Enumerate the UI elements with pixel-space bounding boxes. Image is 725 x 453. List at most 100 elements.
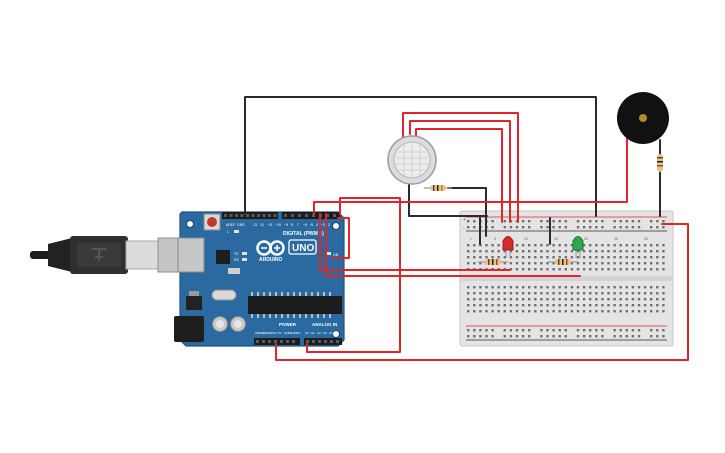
breadboard-hole[interactable] [558,220,561,223]
breadboard-hole[interactable] [595,292,598,295]
breadboard-hole[interactable] [479,250,482,253]
breadboard-hole[interactable] [491,250,494,253]
breadboard-hole[interactable] [589,220,592,223]
breadboard-hole[interactable] [473,286,476,289]
breadboard-hole[interactable] [656,244,659,247]
breadboard-hole[interactable] [515,286,519,289]
breadboard-hole[interactable] [595,250,598,253]
breadboard-hole[interactable] [613,226,616,229]
breadboard-hole[interactable] [546,244,549,247]
breadboard-hole[interactable] [643,262,647,265]
breadboard-hole[interactable] [582,226,586,229]
wire-sensor-red-3[interactable] [415,128,503,223]
breadboard-hole[interactable] [491,329,494,332]
breadboard-hole[interactable] [589,329,592,332]
breadboard-hole[interactable] [656,256,659,259]
breadboard-hole[interactable] [625,310,628,313]
breadboard-hole[interactable] [479,286,482,289]
breadboard-hole[interactable] [540,244,543,247]
breadboard-hole[interactable] [607,298,610,301]
breadboard-hole[interactable] [607,268,610,271]
breadboard-hole[interactable] [515,256,519,259]
breadboard-hole[interactable] [497,310,500,313]
breadboard-hole[interactable] [491,335,494,338]
breadboard-hole[interactable] [479,256,482,259]
wire-analog-a0[interactable] [306,197,401,353]
breadboard-hole[interactable] [546,298,549,301]
breadboard-hole[interactable] [637,220,641,223]
breadboard-hole[interactable] [576,329,580,332]
breadboard-hole[interactable] [497,244,500,247]
breadboard-hole[interactable] [540,304,543,307]
breadboard-hole[interactable] [521,220,525,223]
breadboard-hole[interactable] [613,286,616,289]
breadboard-hole[interactable] [631,256,635,259]
breadboard-hole[interactable] [576,310,580,313]
breadboard-hole[interactable] [582,268,586,271]
breadboard-hole[interactable] [589,292,592,295]
breadboard-hole[interactable] [607,250,610,253]
breadboard-hole[interactable] [467,329,470,332]
breadboard-hole[interactable] [601,220,604,223]
breadboard-hole[interactable] [607,286,610,289]
breadboard-hole[interactable] [582,298,586,301]
breadboard-hole[interactable] [564,298,567,301]
breadboard-hole[interactable] [473,329,476,332]
breadboard-hole[interactable] [473,220,476,223]
breadboard-hole[interactable] [467,310,470,313]
breadboard-hole[interactable] [613,310,616,313]
breadboard-hole[interactable] [564,310,567,313]
breadboard-hole[interactable] [540,298,543,301]
breadboard-hole[interactable] [619,310,622,313]
breadboard-hole[interactable] [509,335,513,338]
breadboard-hole[interactable] [570,298,574,301]
breadboard-hole[interactable] [613,292,616,295]
breadboard-hole[interactable] [613,335,616,338]
breadboard-hole[interactable] [503,335,506,338]
breadboard-hole[interactable] [595,310,598,313]
breadboard-hole[interactable] [485,310,488,313]
breadboard-hole[interactable] [521,286,525,289]
breadboard-hole[interactable] [473,335,476,338]
breadboard-hole[interactable] [552,298,555,301]
gas-sensor[interactable] [387,135,437,185]
breadboard-hole[interactable] [491,286,494,289]
breadboard-hole[interactable] [613,262,616,265]
breadboard-hole[interactable] [631,286,635,289]
breadboard-hole[interactable] [595,335,598,338]
breadboard-hole[interactable] [625,329,628,332]
breadboard-hole[interactable] [509,292,513,295]
breadboard-hole[interactable] [467,250,470,253]
breadboard-hole[interactable] [595,268,598,271]
breadboard-hole[interactable] [650,329,653,332]
breadboard-hole[interactable] [570,310,574,313]
breadboard-hole[interactable] [540,256,543,259]
breadboard-hole[interactable] [601,286,604,289]
breadboard-hole[interactable] [515,304,519,307]
breadboard-hole[interactable] [595,220,598,223]
breadboard-hole[interactable] [540,286,543,289]
breadboard-hole[interactable] [619,335,622,338]
breadboard-hole[interactable] [497,250,500,253]
breadboard-hole[interactable] [619,220,622,223]
breadboard-hole[interactable] [625,256,628,259]
breadboard-hole[interactable] [656,335,659,338]
breadboard-hole[interactable] [558,244,561,247]
breadboard-hole[interactable] [534,256,537,259]
breadboard-hole[interactable] [534,304,537,307]
breadboard-hole[interactable] [485,304,488,307]
breadboard-hole[interactable] [613,268,616,271]
breadboard-hole[interactable] [662,329,665,332]
breadboard-hole[interactable] [558,329,561,332]
breadboard-hole[interactable] [662,292,665,295]
breadboard-hole[interactable] [619,256,622,259]
breadboard-hole[interactable] [467,298,470,301]
breadboard-hole[interactable] [637,250,641,253]
wire-sensor-red-2[interactable] [409,120,511,223]
wire-sensor-resistor-gnd[interactable] [447,187,487,237]
breadboard-hole[interactable] [558,310,561,313]
breadboard-hole[interactable] [509,286,513,289]
wire-gnd-black[interactable] [244,96,597,217]
breadboard-hole[interactable] [534,268,537,271]
breadboard-hole[interactable] [485,298,488,301]
